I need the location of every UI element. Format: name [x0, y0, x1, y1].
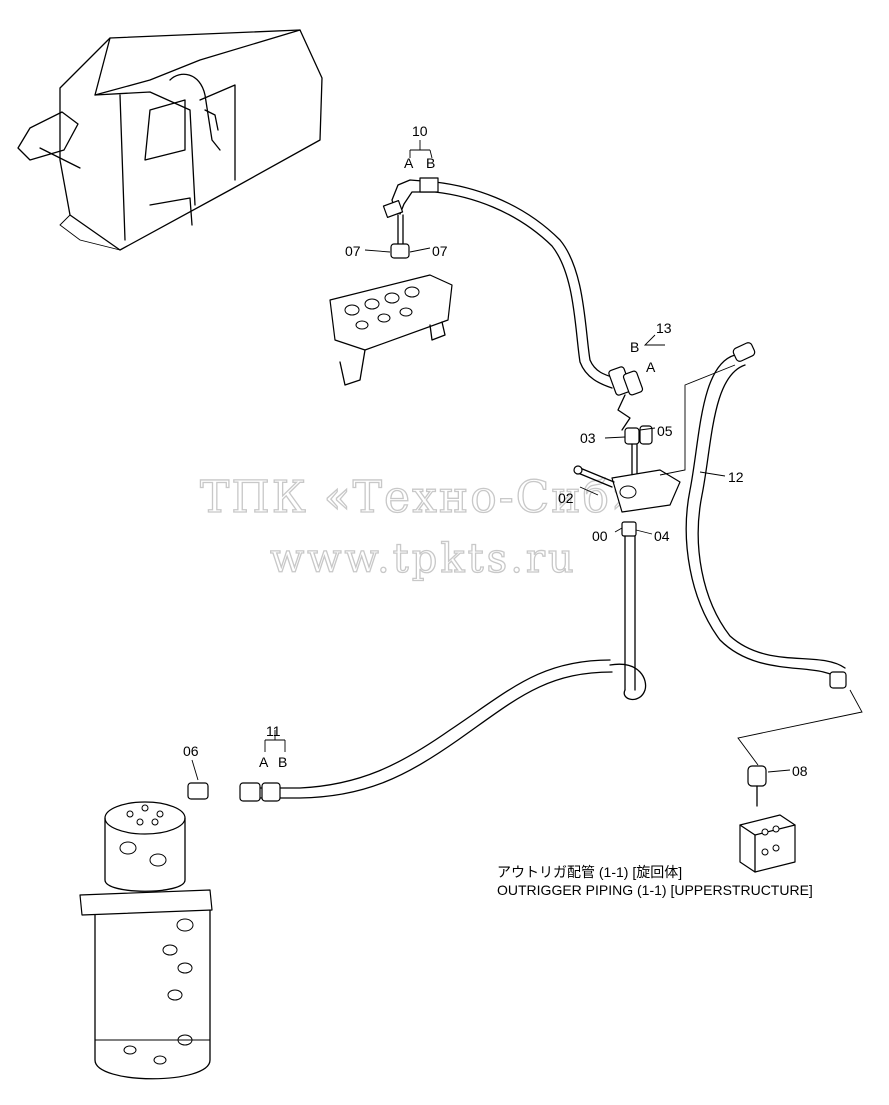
watermark-company: ТПК «Техно-Сиб»: [200, 472, 640, 523]
label-part-00: 00: [592, 528, 608, 544]
label-part-07-left: 07: [345, 243, 361, 259]
label-part-10-a: A: [404, 155, 414, 171]
label-part-12: 12: [728, 469, 744, 485]
label-part-13-b: B: [630, 339, 639, 355]
label-part-10-b: B: [426, 155, 435, 171]
control-valve-block: [329, 274, 453, 386]
hose-11: [187, 659, 613, 802]
label-part-06: 06: [183, 743, 199, 759]
label-part-11-a: A: [259, 754, 269, 770]
label-part-07-right: 07: [432, 243, 448, 259]
label-part-05: 05: [657, 423, 673, 439]
hose-12: [659, 342, 863, 766]
label-part-13-a: A: [646, 359, 656, 375]
manifold-block: [739, 765, 796, 873]
valve-block-00: [573, 465, 681, 513]
caption-japanese: アウトリガ配管 (1-1) [旋回体]: [497, 864, 683, 880]
label-part-11-b: B: [278, 754, 287, 770]
label-part-13: 13: [656, 320, 672, 336]
label-part-03: 03: [580, 430, 596, 446]
center-joint: [79, 801, 213, 1080]
label-part-02: 02: [558, 490, 574, 506]
label-part-08: 08: [792, 763, 808, 779]
label-part-10: 10: [412, 123, 428, 139]
fittings-03-05: [624, 425, 653, 479]
upperstructure-cab-drawing: [17, 29, 323, 251]
label-part-04: 04: [654, 528, 670, 544]
watermark-website: www.tpkts.ru: [270, 536, 577, 582]
caption-english: OUTRIGGER PIPING (1-1) [UPPERSTRUCTURE]: [497, 882, 813, 898]
hose-11-vertical: [609, 521, 647, 701]
hose-10: [382, 177, 616, 389]
label-part-11: 11: [266, 723, 281, 739]
hose-13: [608, 366, 644, 431]
callout-leaders: [191, 140, 791, 781]
callout-labels: 10 A B 07 07 13 B A 05 03 12 02 00 04 11…: [183, 123, 808, 779]
